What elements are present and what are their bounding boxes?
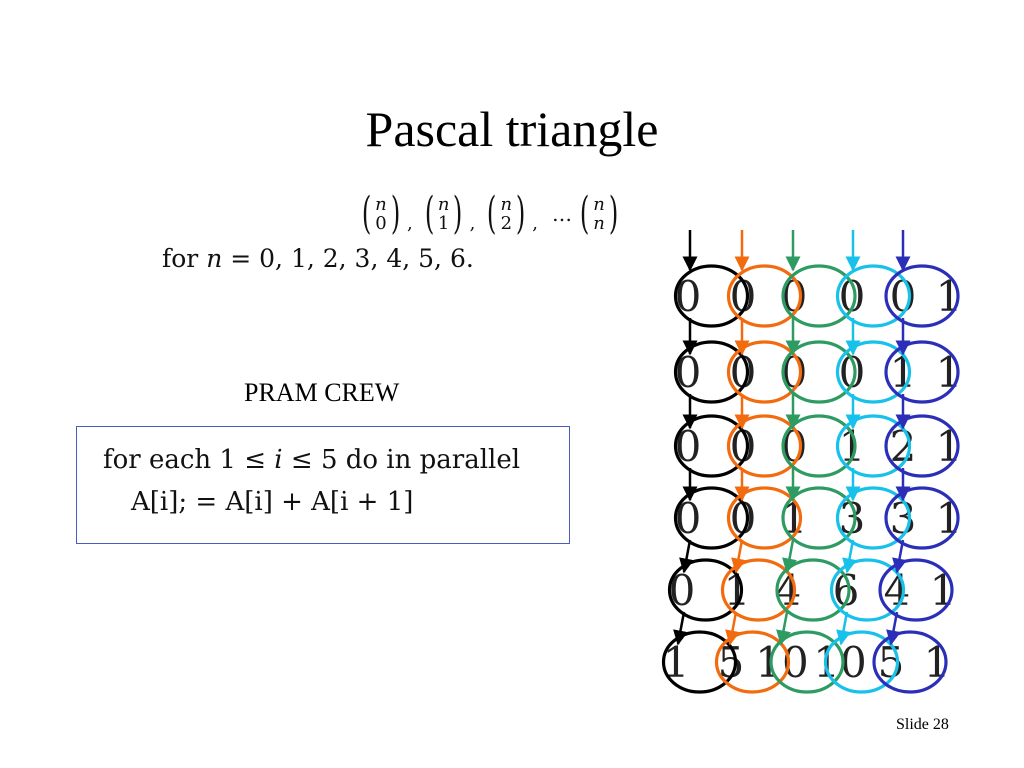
binomial-top: n: [375, 194, 387, 215]
processor-ellipse: [835, 414, 912, 478]
triangle-cell-value: 0: [675, 348, 702, 397]
processor-ellipse: [878, 558, 954, 622]
for-n-variable: n: [206, 244, 223, 273]
pseudocode-line-1-start: for each 1 ≤: [103, 445, 275, 475]
binomial-separator: ,: [406, 213, 413, 234]
binomial-separator: ,: [532, 213, 539, 234]
binomial-bottom: 1: [437, 213, 450, 234]
processor-ellipse: [835, 486, 912, 550]
processor-ellipse: [781, 264, 857, 328]
triangle-cell-value: 1: [663, 638, 690, 687]
binomial-top: n: [500, 194, 513, 215]
processor-ellipse: [673, 486, 750, 550]
processor-step-arrow: [892, 539, 907, 574]
processor-step-arrow: [842, 539, 857, 574]
pseudocode-line-2: A[i]; = A[i] + A[i + 1]: [131, 487, 414, 517]
processor-ellipse: [726, 414, 803, 478]
processor-ellipse: [775, 558, 851, 622]
processor-ellipse: [667, 558, 744, 622]
pseudocode-box: for each 1 ≤ i ≤ 5 do in parallel A[i]; …: [76, 426, 570, 544]
processor-step-arrow: [782, 539, 797, 574]
processor-ellipse: [661, 630, 738, 694]
processor-ellipse: [720, 558, 797, 622]
binomial-top: n: [437, 194, 450, 215]
binomial-separator: ,: [469, 213, 476, 234]
pseudocode-line-1-end: ≤ 5 do in parallel: [282, 445, 521, 475]
model-label: PRAM CREW: [244, 378, 400, 407]
processor-ellipse: [835, 340, 912, 404]
binomial-bottom: 2: [500, 213, 513, 234]
processor-step-arrow: [886, 611, 901, 646]
triangle-cell-value: 0: [669, 566, 696, 615]
processor-ellipse: [673, 340, 750, 404]
processor-ellipse: [769, 630, 845, 694]
processor-step-arrow: [679, 539, 694, 574]
processor-ellipse: [829, 558, 906, 622]
processor-ellipse: [673, 414, 750, 478]
processor-ellipse: [726, 340, 803, 404]
processor-ellipse: [714, 630, 791, 694]
for-n-values: = 0, 1, 2, 3, 4, 5, 6.: [222, 244, 474, 273]
triangle-cell-value: 0: [675, 272, 702, 321]
processor-ellipse: [726, 486, 803, 550]
slide-title: Pascal triangle: [365, 101, 659, 157]
processor-ellipse: [872, 630, 948, 694]
processor-step-arrow: [776, 611, 791, 646]
binomial-bottom: 0: [375, 213, 387, 234]
pseudocode-line-1: for each 1 ≤ i ≤ 5 do in parallel: [103, 445, 520, 475]
processor-ellipse: [884, 340, 960, 404]
processor-ellipse: [884, 486, 960, 550]
processor-ellipse: [781, 414, 857, 478]
slide-number: Slide 28: [896, 716, 949, 733]
processor-ellipse: [884, 414, 960, 478]
for-n-line: for n = 0, 1, 2, 3, 4, 5, 6.: [162, 244, 474, 273]
processor-ellipse: [673, 264, 750, 328]
binomial-bottom: n: [593, 213, 605, 234]
processor-ellipse: [726, 264, 803, 328]
binomial-top: n: [593, 194, 605, 215]
processor-step-arrow: [836, 611, 851, 646]
binomial-ellipsis: …: [552, 202, 573, 226]
processor-ellipse: [823, 630, 900, 694]
pseudocode-index-var: i: [274, 445, 283, 475]
processor-ellipse: [884, 264, 960, 328]
processor-step-arrow: [673, 611, 688, 646]
processor-ellipse: [835, 264, 912, 328]
triangle-cell-value: 0: [675, 422, 702, 471]
processor-ellipse: [781, 340, 857, 404]
processor-step-arrow: [725, 611, 740, 646]
processor-ellipse: [781, 486, 857, 550]
triangle-cell-value: 0: [675, 494, 702, 543]
triangle-cell-value: 10: [813, 638, 866, 687]
processor-step-arrow: [731, 539, 746, 574]
for-n-prefix: for: [162, 244, 207, 273]
